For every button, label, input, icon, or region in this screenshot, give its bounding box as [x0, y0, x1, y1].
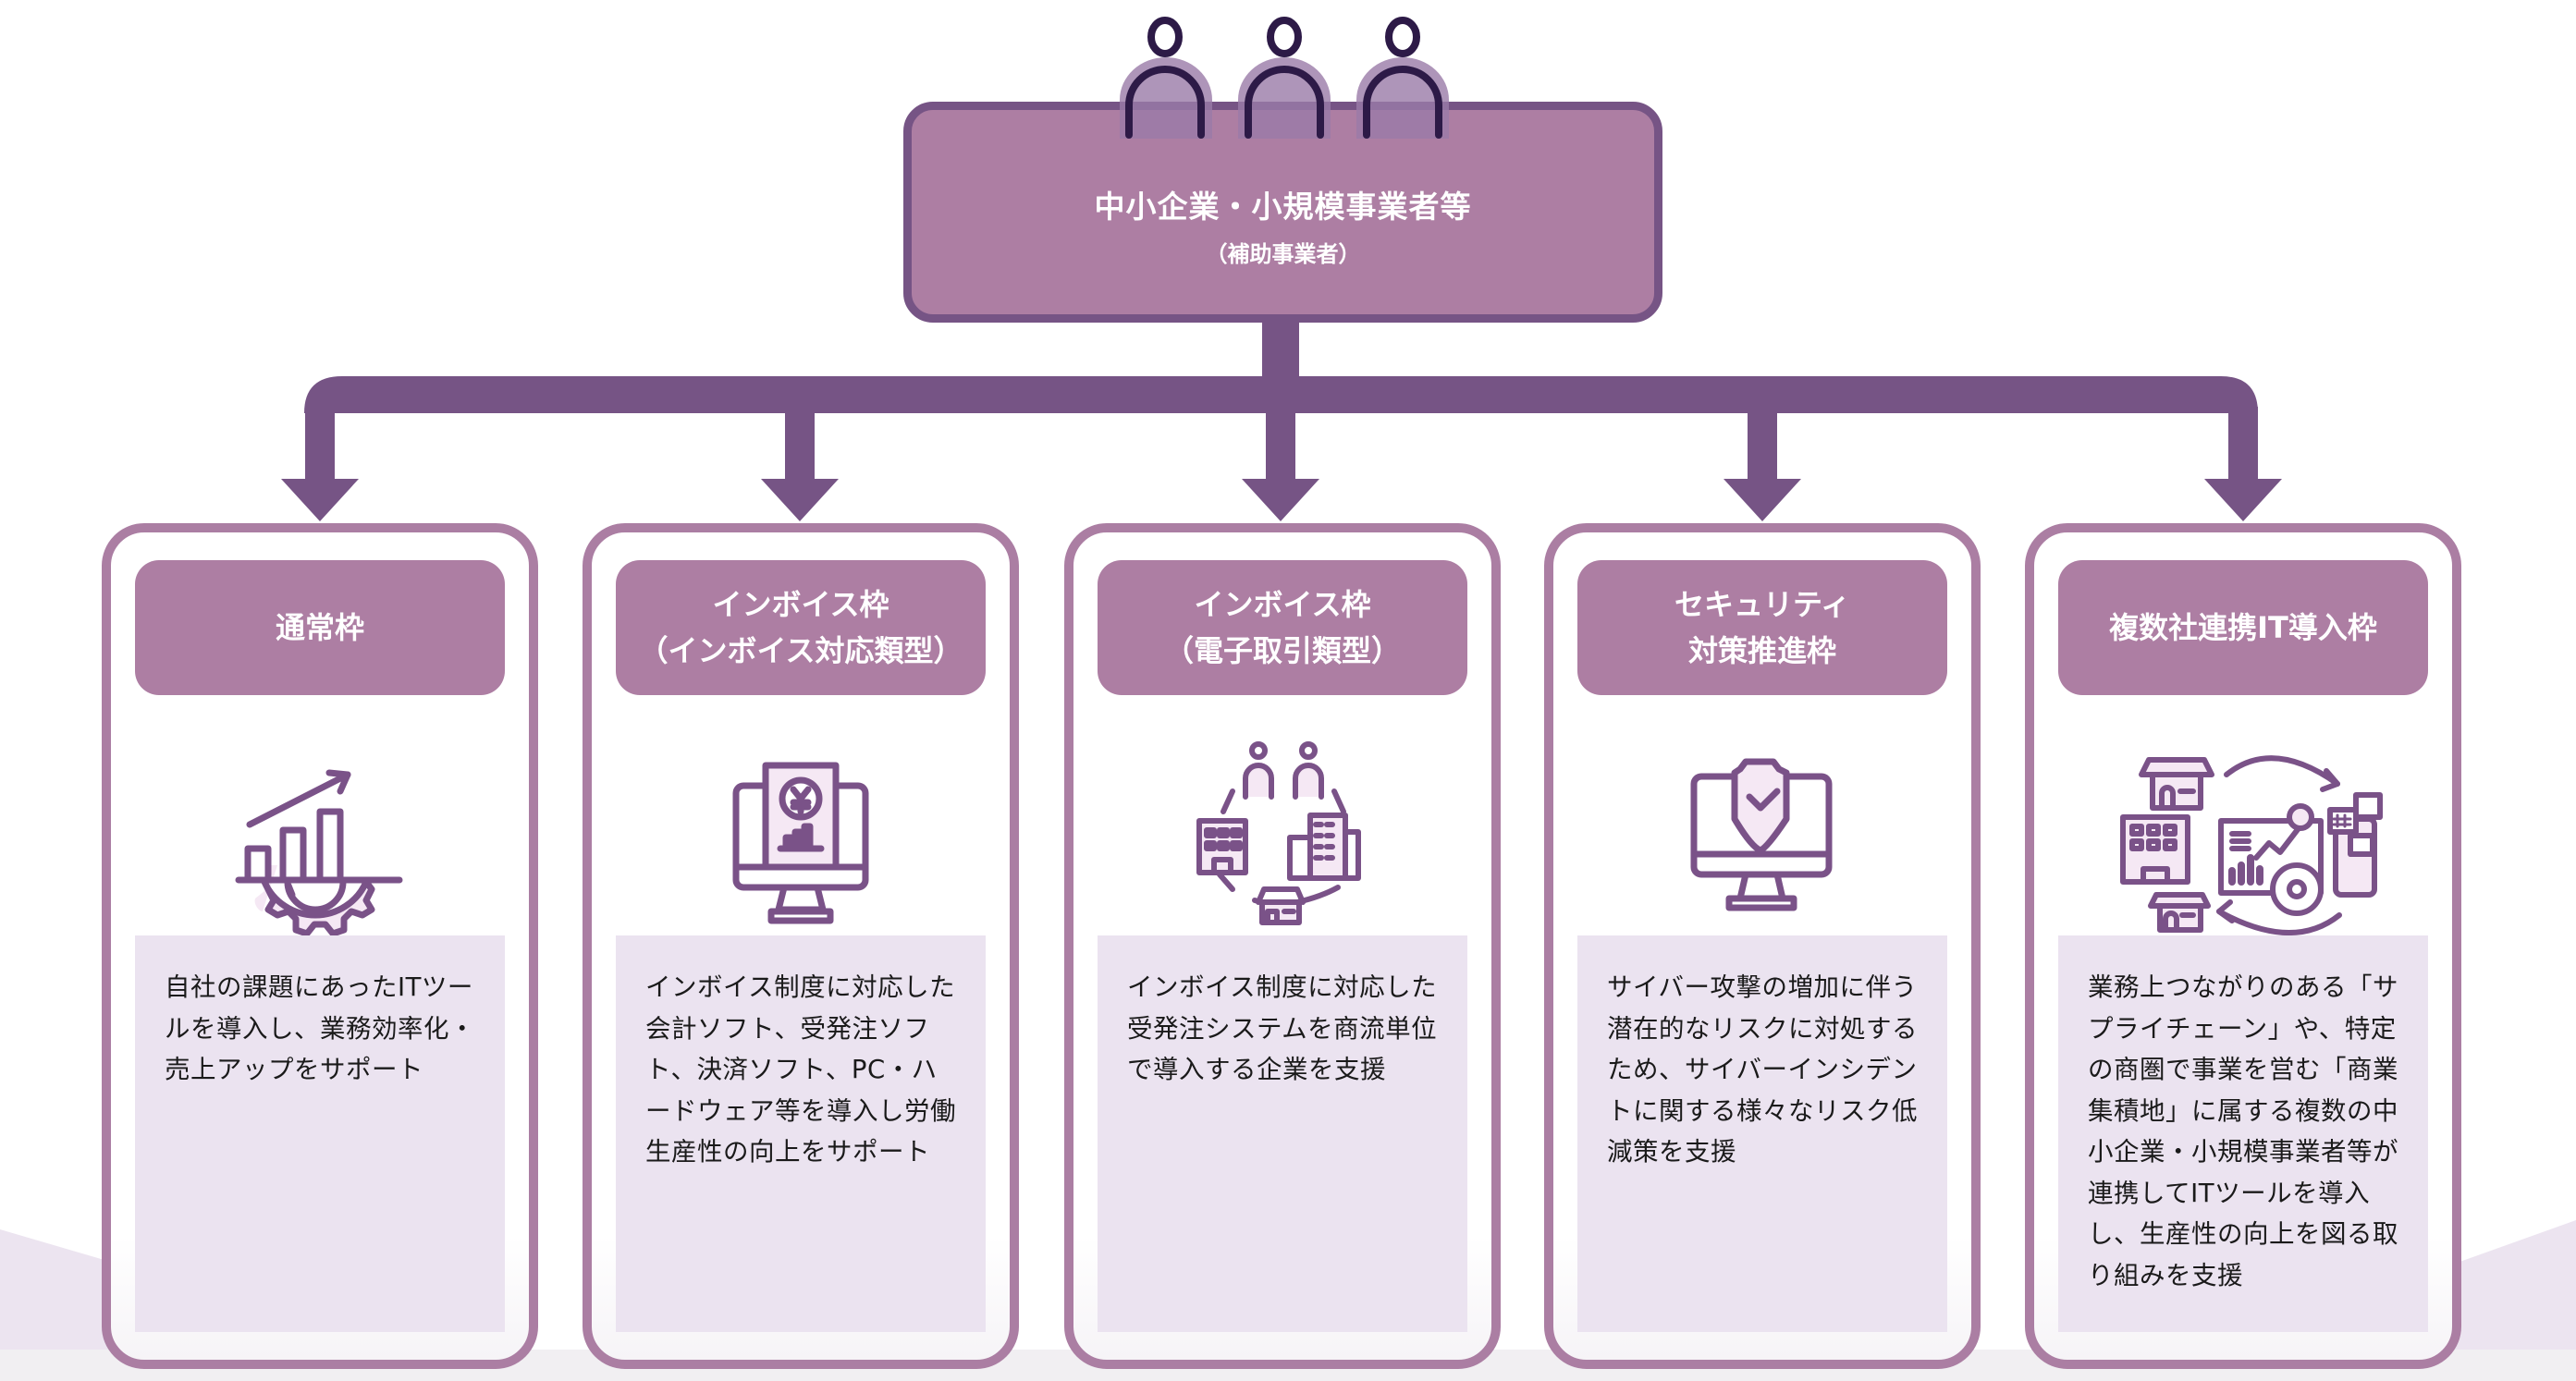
recipient-subtitle: （補助事業者） [1205, 241, 1361, 267]
card-description: サイバー攻撃の増加に伴う 潜在的なリスクに対処する ため、サイバーインシデン ト… [1577, 935, 1947, 1332]
monitor-shield-icon [1690, 758, 1833, 911]
card-invoice-frame-e-commerce-type: インボイス枠 （電子取引類型） インボイス制度に対応した 受発注システムを商流単… [1064, 523, 1501, 1369]
card-description: インボイス制度に対応した 会計ソフト、受発注ソフ ト、決済ソフト、PC・ハ ード… [616, 935, 986, 1332]
arrow-4 [1723, 407, 1801, 521]
card-multi-company-frame: 複数社連携IT導入枠 業務上 [2025, 523, 2461, 1369]
card-title: セキュリティ 対策推進枠 [1577, 560, 1947, 695]
people-group-icon [1120, 17, 1449, 139]
growth-chart-gear-icon [235, 769, 403, 937]
recipient-title: 中小企業・小規模事業者等 [1094, 189, 1472, 225]
card-invoice-frame-invoice-type: インボイス枠 （インボイス対応類型） インボイス制度に対応した 会計ソフト、受発… [583, 523, 1019, 1369]
card-description: 自社の課題にあったITツー ルを導入し、業務効率化・ 売上アップをサポート [135, 935, 505, 1332]
card-title: 複数社連携IT導入枠 [2058, 560, 2428, 695]
arrow-3 [1242, 407, 1319, 521]
multi-company-collaboration-icon [2120, 755, 2383, 936]
branch-bar [304, 376, 2258, 413]
card-title: 通常枠 [135, 560, 505, 695]
arrow-1 [281, 407, 359, 521]
arrow-2 [761, 407, 839, 521]
card-description: 業務上つながりのある「サ プライチェーン」や、特定 の商圏で事業を営む「商業 集… [2058, 935, 2428, 1332]
arrow-5 [2204, 407, 2282, 521]
monitor-yen-invoice-icon [732, 762, 869, 924]
card-security-frame: セキュリティ 対策推進枠 サイバー攻撃の増加に伴う 潜在的なリスクに対処する た… [1544, 523, 1981, 1369]
business-network-icon [1196, 741, 1361, 925]
card-description: インボイス制度に対応した 受発注システムを商流単位 で導入する企業を支援 [1098, 935, 1467, 1332]
card-title: インボイス枠 （インボイス対応類型） [616, 560, 986, 695]
card-title: インボイス枠 （電子取引類型） [1098, 560, 1467, 695]
card-normal-frame: 通常枠 自社の課題にあったITツー ルを導入し、業務効率化・ 売上アップをサポー… [102, 523, 538, 1369]
trunk-line [1262, 319, 1299, 384]
